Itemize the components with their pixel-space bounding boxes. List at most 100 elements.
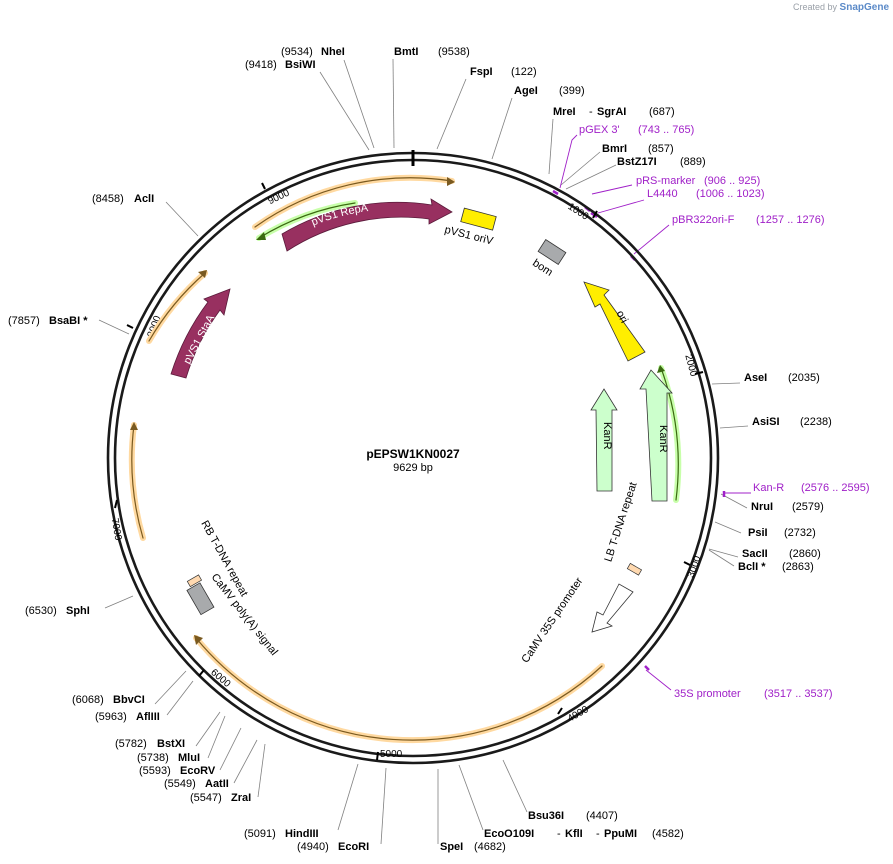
orf-arrowheads (130, 177, 665, 645)
enzyme-BstXI[interactable]: (5782)BstXI (115, 738, 185, 750)
bom-feature[interactable] (537, 239, 567, 265)
enzyme-name: SgrAI (597, 106, 626, 118)
snapgene-credit: Created by SnapGene (793, 2, 889, 13)
enzyme-name: PsiI (748, 527, 768, 539)
enzyme-EcoO109I-KflI-PpuMI[interactable]: EcoO109I-KflI-PpuMI(4582) (484, 828, 684, 840)
enzyme-name: BsiWI (285, 59, 316, 71)
snapgene-logo: SnapGene (839, 2, 890, 13)
enzyme-NheI[interactable]: (9534) NheI (281, 46, 345, 58)
enzyme-BstZ17I[interactable]: BstZ17I (889) (617, 156, 706, 168)
enzyme-pos: (7857) (8, 315, 40, 327)
enzyme-pos: (5547) (190, 792, 222, 804)
enzyme-AclI[interactable]: (8458) AclI (92, 193, 154, 205)
enzyme-pos: (5738) (137, 752, 169, 764)
kanr-label-outer: KanR (657, 425, 669, 453)
tick-marks (114, 182, 704, 761)
enzyme-pos: (8458) (92, 193, 124, 205)
pvs1-repa-feature[interactable] (281, 198, 453, 252)
enzyme-BsiWI[interactable]: (9418) BsiWI (245, 59, 316, 71)
primer-35S-promoter[interactable]: 35S promoter(3517 .. 3537) (674, 688, 833, 700)
enzyme-pos: (5593) (139, 765, 171, 777)
lb-repeat-label: LB T-DNA repeat (602, 481, 639, 564)
enzyme-AatII[interactable]: (5549)AatII (164, 778, 229, 790)
enzyme-name: AsiSI (752, 416, 780, 428)
enzyme-pos: (889) (680, 156, 706, 168)
enzyme-BbvCI[interactable]: (6068)BbvCI (72, 694, 145, 706)
rb-repeat-feature[interactable] (186, 574, 203, 588)
lb-repeat-feature[interactable] (626, 562, 643, 576)
primer-range: (1257 .. 1276) (756, 214, 825, 226)
enzyme-pos: (2863) (782, 561, 814, 573)
enzyme-name: SacII (742, 548, 768, 560)
enzyme-NruI[interactable]: NruI(2579) (751, 501, 824, 513)
enzyme-pos: (9534) (281, 46, 313, 58)
camv-35s-feature[interactable] (591, 583, 634, 633)
enzyme-AflIII[interactable]: (5963)AflIII (95, 711, 160, 723)
enzyme-pos: (6530) (25, 605, 57, 617)
leader-lines (98, 58, 749, 845)
enzyme-pos: (857) (648, 143, 674, 155)
enzyme-AsiSI[interactable]: AsiSI(2238) (752, 416, 832, 428)
enzyme-name: AclI (134, 193, 154, 205)
enzyme-pos: (2579) (792, 501, 824, 513)
enzyme-EcoRI[interactable]: (4940)EcoRI (297, 841, 369, 853)
enzyme-pos: (9538) (438, 46, 470, 58)
camv-polya-feature[interactable] (186, 582, 215, 616)
primer-range: (1006 .. 1023) (696, 188, 765, 200)
enzyme-pos: (4682) (474, 841, 506, 853)
enzyme-SpeI[interactable]: SpeI (4682) (440, 841, 506, 853)
enzyme-pos: (399) (559, 85, 585, 97)
enzyme-SacII[interactable]: SacII(2860) (742, 548, 821, 560)
enzyme-pos: (9418) (245, 59, 277, 71)
enzyme-name: SphI (66, 605, 90, 617)
primer-Kan-R[interactable]: Kan-R(2576 .. 2595) (753, 482, 870, 494)
enzyme-EcoRV[interactable]: (5593) EcoRV (139, 765, 216, 777)
tick-label-1000: 1000 (566, 201, 591, 223)
enzyme-FspI[interactable]: FspI(122) (470, 66, 537, 78)
primer-range: (743 .. 765) (638, 124, 694, 136)
enzyme-pos: (4582) (652, 828, 684, 840)
enzyme-name: BstZ17I (617, 156, 657, 168)
enzyme-name: AflIII (136, 711, 160, 723)
enzyme-PsiI[interactable]: PsiI(2732) (748, 527, 816, 539)
pvs1-oriv-feature[interactable] (460, 207, 497, 231)
primer-pGEX3[interactable]: pGEX 3'(743 .. 765) (579, 124, 694, 136)
tick-label-3000: 3000 (686, 554, 704, 579)
kanr-feature-inner[interactable] (590, 388, 618, 492)
enzyme-sep: - (557, 828, 561, 840)
enzyme-BclI[interactable]: BclI *(2863) (738, 561, 814, 573)
enzyme-ZraI[interactable]: (5547)ZraI (190, 792, 251, 804)
enzyme-name: FspI (470, 66, 493, 78)
enzyme-name: Bsu36I (528, 810, 564, 822)
primer-pRS-marker[interactable]: pRS-marker(906 .. 925) (636, 175, 760, 187)
enzyme-BmtI[interactable]: BmtI (9538) (394, 46, 470, 58)
primer-name: L4440 (647, 188, 678, 200)
pvs1-staa-feature[interactable] (170, 288, 231, 379)
primer-pBR322ori-F[interactable]: pBR322ori-F(1257 .. 1276) (672, 214, 825, 226)
enzyme-name: AseI (744, 372, 767, 384)
enzyme-MluI[interactable]: (5738)MluI (137, 752, 200, 764)
enzyme-name: NheI (321, 46, 345, 58)
enzyme-BmrI[interactable]: BmrI(857) (602, 143, 674, 155)
enzyme-MreI-SgrAI[interactable]: MreI-SgrAI(687) (553, 106, 675, 118)
enzyme-name: BstXI (157, 738, 185, 750)
plasmid-name: pEPSW1KN0027 (366, 447, 460, 461)
enzyme-name: EcoRV (180, 765, 216, 777)
enzyme-BsaBI[interactable]: (7857) BsaBI * (8, 315, 88, 327)
enzyme-Bsu36I[interactable]: Bsu36I(4407) (528, 810, 618, 822)
enzyme-pos: (5549) (164, 778, 196, 790)
enzyme-name: BsaBI * (49, 315, 88, 327)
enzyme-AseI[interactable]: AseI(2035) (744, 372, 820, 384)
ori-feature[interactable] (583, 281, 646, 362)
enzyme-name: SpeI (440, 841, 463, 853)
primer-name: 35S promoter (674, 688, 741, 700)
enzyme-HindIII[interactable]: (5091)HindIII (244, 828, 319, 840)
enzyme-name: PpuMI (604, 828, 637, 840)
primer-name: Kan-R (753, 482, 784, 494)
primer-L4440[interactable]: L4440 (1006 .. 1023) (647, 188, 765, 200)
enzyme-name: EcoRI (338, 841, 369, 853)
enzyme-SphI[interactable]: (6530) SphI (25, 605, 90, 617)
kanr-feature-outer[interactable] (639, 369, 673, 502)
enzyme-name: BmtI (394, 46, 418, 58)
enzyme-AgeI[interactable]: AgeI(399) (514, 85, 585, 97)
